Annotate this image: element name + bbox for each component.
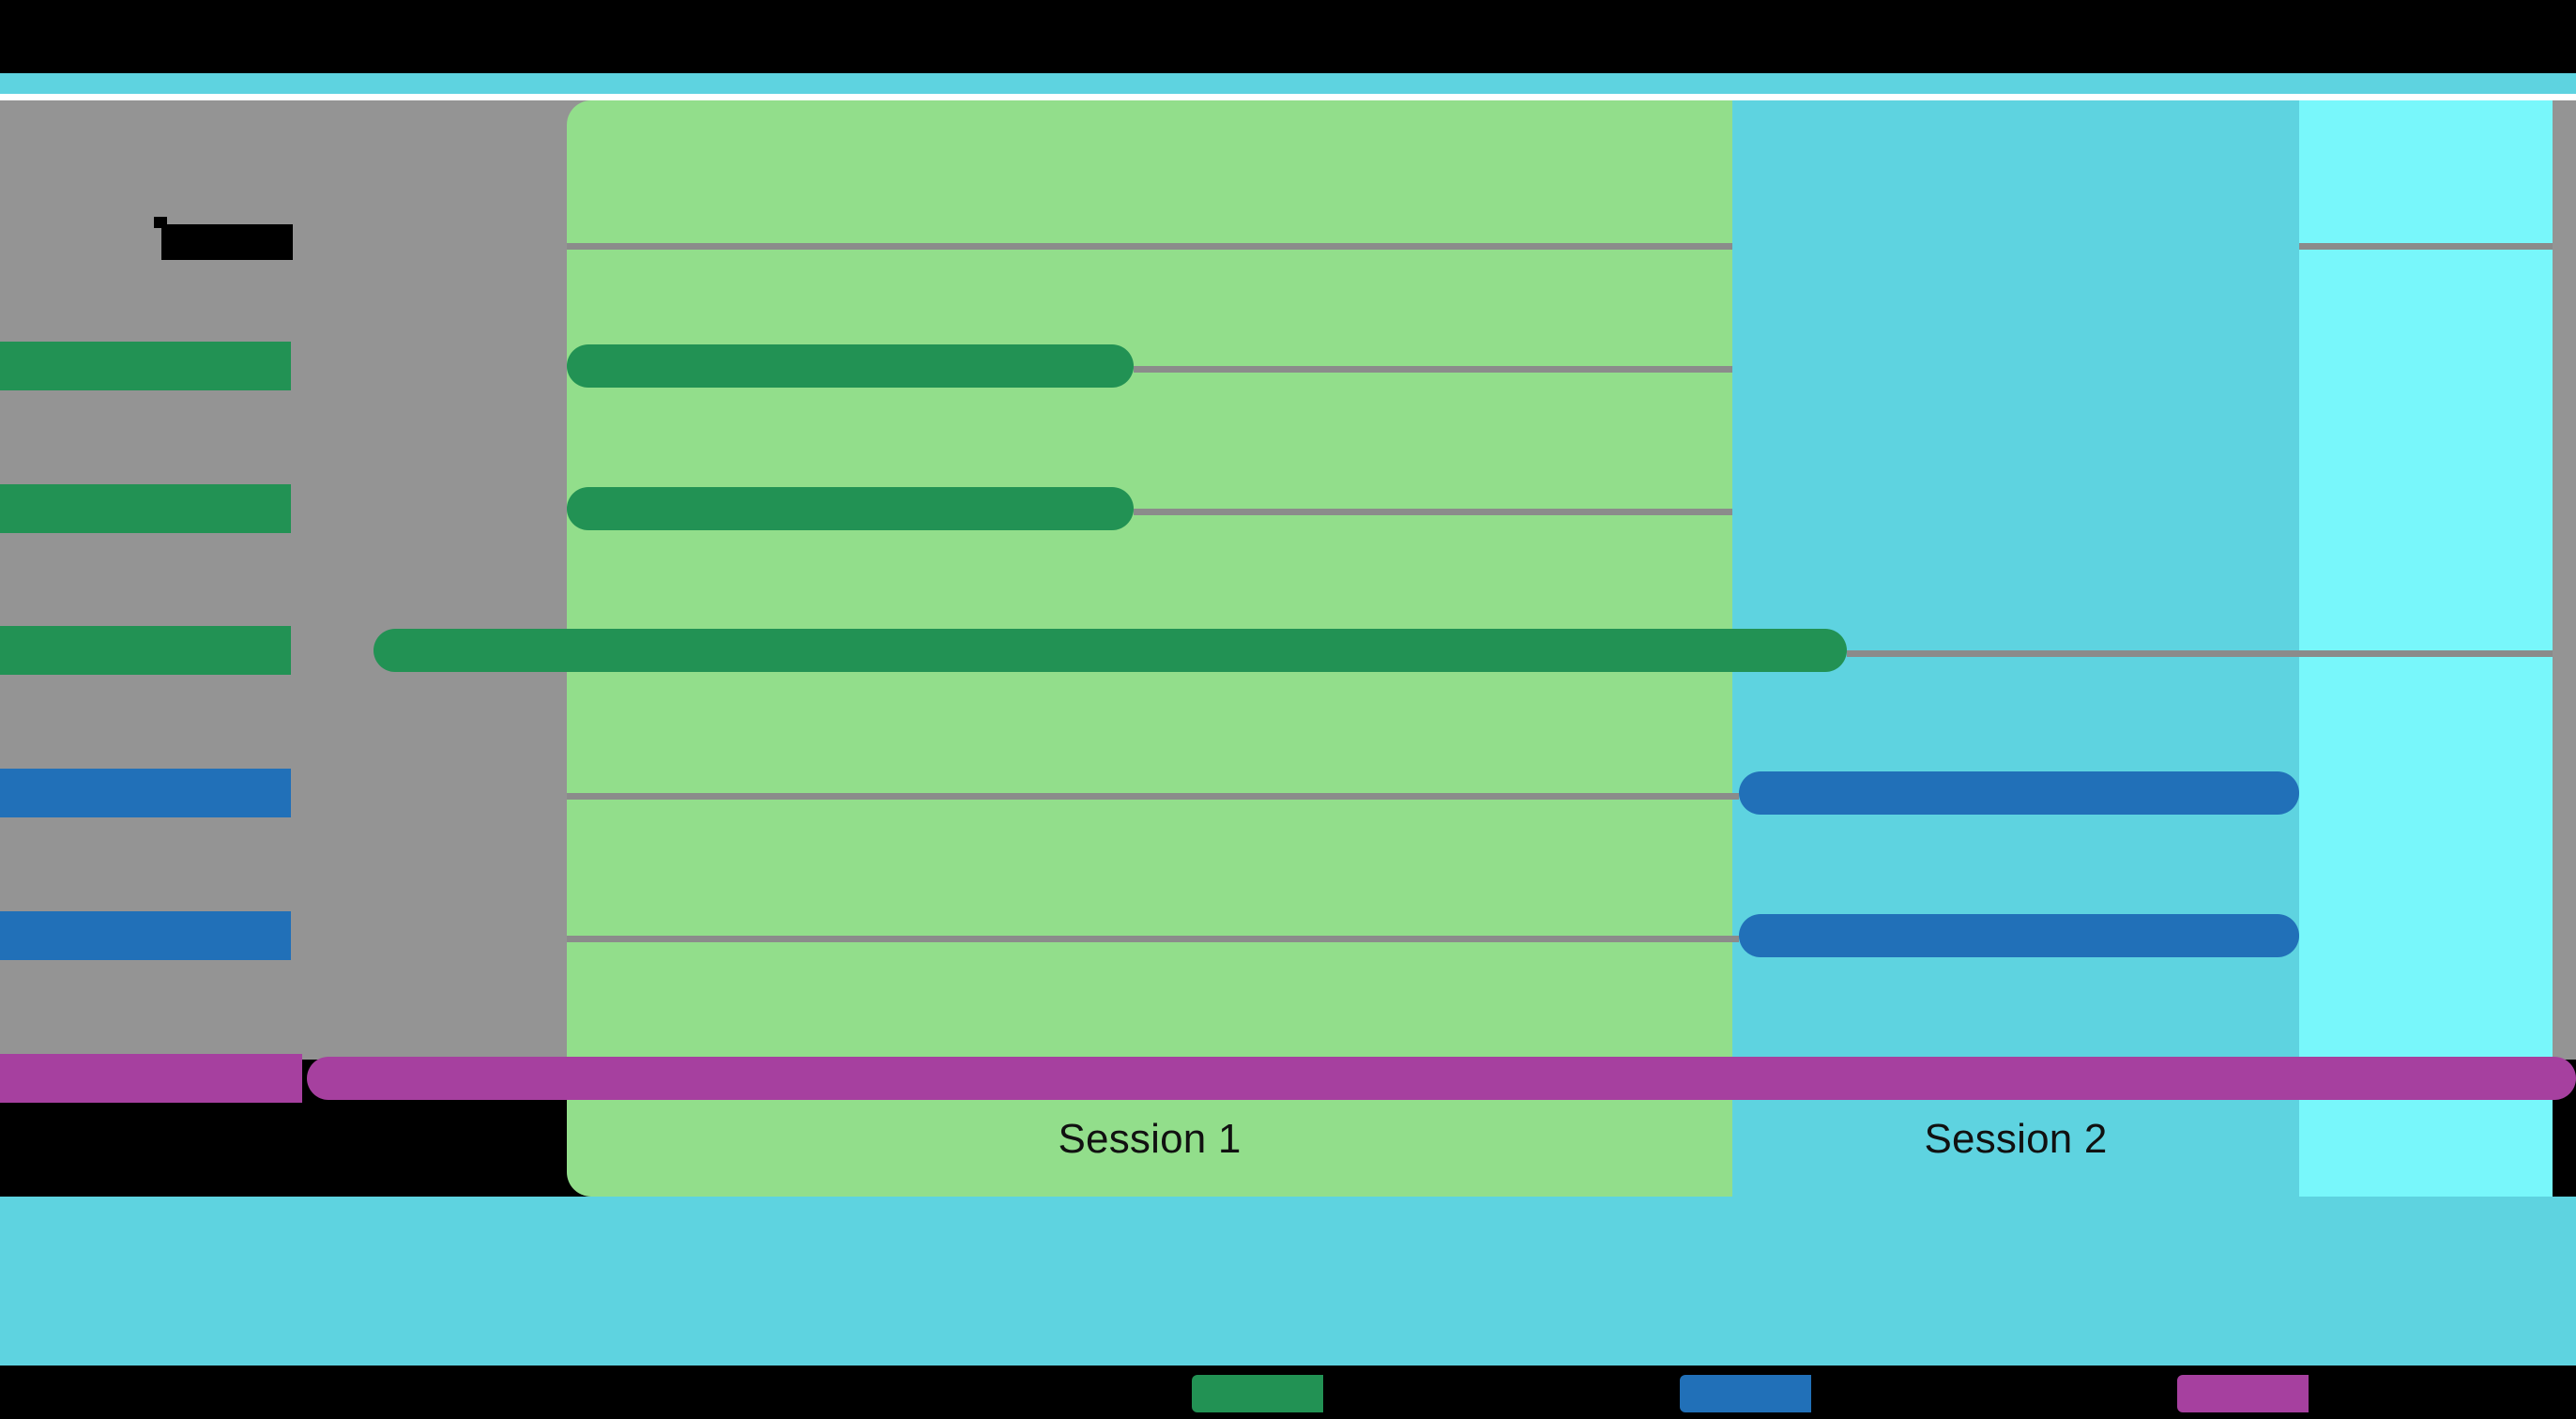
category-label-redacted [0, 484, 291, 533]
chart-title-redacted [161, 224, 293, 260]
bar-guide-line [1847, 650, 2553, 657]
category-label-redacted [0, 626, 291, 675]
bar-guide-line [1134, 366, 1732, 373]
bar-guide-line [567, 793, 1739, 800]
legend-label-redacted [1259, 1375, 1323, 1412]
plot-area: Session 1 Session 2 [0, 100, 2576, 1197]
gridline [1134, 243, 1732, 250]
gantt-bar[interactable] [373, 629, 1847, 672]
category-label-redacted [0, 342, 291, 390]
bar-guide-line [567, 936, 1739, 942]
footer-band [0, 1197, 2576, 1370]
gantt-bar[interactable] [567, 344, 1134, 388]
gantt-bar[interactable] [307, 1057, 2576, 1100]
gantt-bar[interactable] [1739, 914, 2299, 957]
bar-guide-line [1134, 509, 1732, 515]
top-accent-strip [0, 73, 2576, 94]
legend-label-redacted [2245, 1375, 2309, 1412]
gantt-bar[interactable] [1739, 771, 2299, 815]
chart-legend [0, 1366, 2576, 1419]
session-band-label: Session 1 [1058, 1116, 1242, 1162]
session-band-label: Session 2 [1924, 1116, 2108, 1162]
gridline [2299, 243, 2553, 250]
top-divider-line [0, 94, 2576, 100]
gridline [567, 243, 1134, 250]
category-label-redacted [0, 911, 291, 960]
chart-title-redacted-2 [154, 217, 167, 228]
category-label-redacted [0, 1054, 302, 1103]
session-band-3 [2299, 100, 2553, 1197]
category-label-redacted [0, 769, 291, 817]
gantt-bar[interactable] [567, 487, 1134, 530]
legend-label-redacted [1747, 1375, 1811, 1412]
